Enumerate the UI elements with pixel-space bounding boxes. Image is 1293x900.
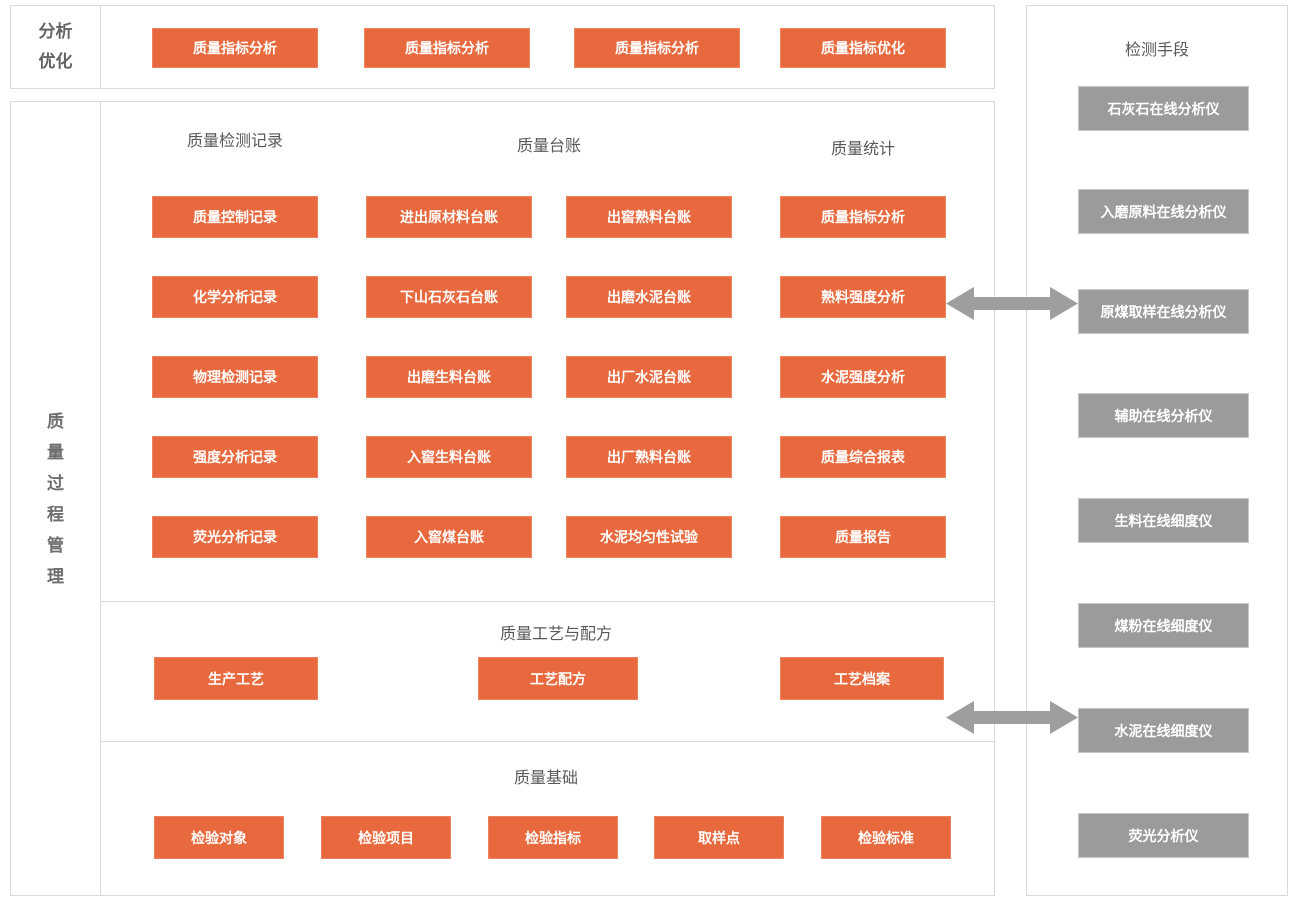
quality-process-management-panel: 质量过程管理 质量检测记录 质量台账 质量统计 质量控制记录 化学分析记录 物理…: [10, 101, 995, 896]
process-formula-button[interactable]: 工艺配方: [478, 657, 638, 700]
quality-comprehensive-report-button[interactable]: 质量综合报表: [780, 436, 946, 478]
quality-report-button[interactable]: 质量报告: [780, 516, 946, 558]
quality-indicator-analysis-button-3[interactable]: 质量指标分析: [574, 28, 740, 68]
quality-indicator-analysis-stat-button[interactable]: 质量指标分析: [780, 196, 946, 238]
quality-process-management-content: 质量检测记录 质量台账 质量统计 质量控制记录 化学分析记录 物理检测记录 强度…: [101, 102, 994, 895]
double-arrow-icon: [946, 287, 1078, 320]
raw-material-inout-ledger-button[interactable]: 进出原材料台账: [366, 196, 532, 238]
quality-indicator-analysis-button-1[interactable]: 质量指标分析: [152, 28, 318, 68]
process-archive-button[interactable]: 工艺档案: [780, 657, 944, 700]
double-arrow-icon: [946, 701, 1078, 734]
quality-basics-section: 质量基础 检验对象 检验项目 检验指标 取样点 检验标准: [101, 741, 994, 897]
cement-out-mill-ledger-button[interactable]: 出磨水泥台账: [566, 276, 732, 318]
quality-indicator-analysis-button-2[interactable]: 质量指标分析: [364, 28, 530, 68]
inspection-standard-button[interactable]: 检验标准: [821, 816, 951, 859]
clinker-out-kiln-ledger-button[interactable]: 出窖熟料台账: [566, 196, 732, 238]
quality-control-record-button[interactable]: 质量控制记录: [152, 196, 318, 238]
raw-coal-sampling-online-analyzer-button[interactable]: 原煤取样在线分析仪: [1078, 289, 1249, 334]
clinker-ex-factory-ledger-button[interactable]: 出厂熟料台账: [566, 436, 732, 478]
cement-ex-factory-ledger-button[interactable]: 出厂水泥台账: [566, 356, 732, 398]
process-formula-section-title: 质量工艺与配方: [499, 626, 613, 643]
strength-analysis-record-button[interactable]: 强度分析记录: [152, 436, 318, 478]
quality-basics-section-title: 质量基础: [513, 770, 579, 787]
coal-into-kiln-ledger-button[interactable]: 入窖煤台账: [366, 516, 532, 558]
quality-process-formula-section: 质量工艺与配方 生产工艺 工艺配方 工艺档案: [101, 601, 994, 741]
inspection-item-button[interactable]: 检验项目: [321, 816, 451, 859]
limestone-online-analyzer-button[interactable]: 石灰石在线分析仪: [1078, 86, 1249, 131]
detection-methods-title: 检测手段: [1124, 42, 1189, 59]
raw-meal-out-mill-ledger-button[interactable]: 出磨生料台账: [366, 356, 532, 398]
analysis-optimization-label: 分析优化: [38, 22, 73, 71]
analysis-optimization-panel: 分析优化 质量指标分析 质量指标分析 质量指标分析 质量指标优化: [10, 5, 995, 89]
limestone-downhill-ledger-button[interactable]: 下山石灰石台账: [366, 276, 532, 318]
fluorescence-analysis-record-button[interactable]: 荧光分析记录: [152, 516, 318, 558]
inspection-object-button[interactable]: 检验对象: [154, 816, 284, 859]
detection-methods-panel: 检测手段 石灰石在线分析仪 入磨原料在线分析仪 原煤取样在线分析仪 辅助在线分析…: [1026, 5, 1288, 896]
raw-meal-online-fineness-meter-button[interactable]: 生料在线细度仪: [1078, 498, 1249, 543]
cement-uniformity-test-button[interactable]: 水泥均匀性试验: [566, 516, 732, 558]
quality-process-management-label: 质量过程管理: [47, 411, 64, 586]
raw-meal-into-kiln-ledger-button[interactable]: 入窖生料台账: [366, 436, 532, 478]
clinker-strength-analysis-button[interactable]: 熟料强度分析: [780, 276, 946, 318]
chemical-analysis-record-button[interactable]: 化学分析记录: [152, 276, 318, 318]
physical-test-record-button[interactable]: 物理检测记录: [152, 356, 318, 398]
analysis-optimization-label-cell: 分析优化: [11, 6, 101, 88]
sampling-point-button[interactable]: 取样点: [654, 816, 784, 859]
cement-online-fineness-meter-button[interactable]: 水泥在线细度仪: [1078, 708, 1249, 753]
production-process-button[interactable]: 生产工艺: [154, 657, 318, 700]
quality-process-management-label-cell: 质量过程管理: [11, 102, 101, 895]
inspection-indicator-button[interactable]: 检验指标: [488, 816, 618, 859]
quality-records-section: 质量检测记录 质量台账 质量统计 质量控制记录 化学分析记录 物理检测记录 强度…: [101, 102, 994, 601]
coal-powder-online-fineness-meter-button[interactable]: 煤粉在线细度仪: [1078, 603, 1249, 648]
fluorescence-analyzer-button[interactable]: 荧光分析仪: [1078, 813, 1249, 858]
auxiliary-online-analyzer-button[interactable]: 辅助在线分析仪: [1078, 393, 1249, 438]
ledger-column-header: 质量台账: [516, 138, 582, 155]
records-column-header: 质量检测记录: [186, 133, 284, 150]
mill-feed-raw-material-online-analyzer-button[interactable]: 入磨原料在线分析仪: [1078, 189, 1249, 234]
cement-strength-analysis-button[interactable]: 水泥强度分析: [780, 356, 946, 398]
quality-indicator-optimization-button[interactable]: 质量指标优化: [780, 28, 946, 68]
statistics-column-header: 质量统计: [830, 141, 896, 158]
